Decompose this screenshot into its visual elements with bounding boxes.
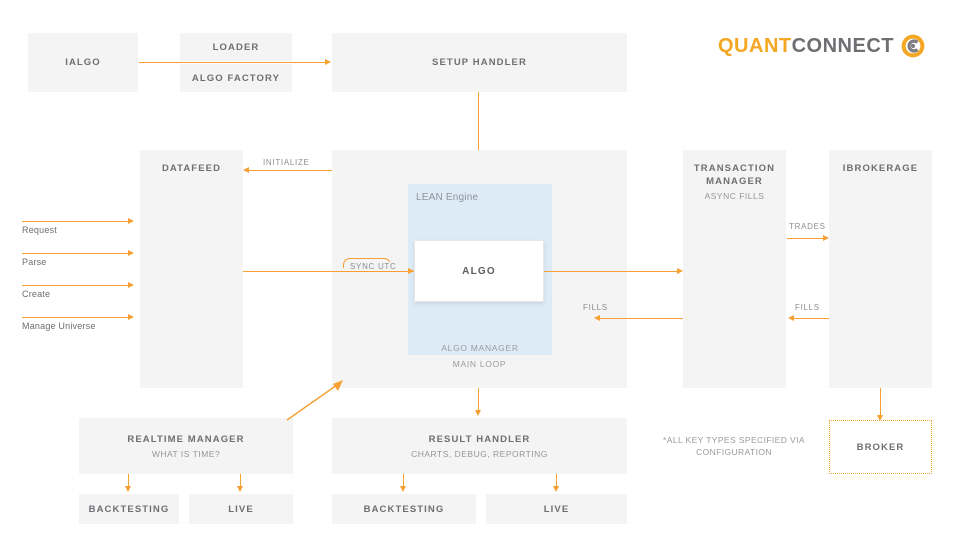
arrow-fills-to-engine: [600, 318, 683, 320]
edge-label-fills-engine: FILLS: [583, 303, 608, 312]
node-datafeed-label: DATAFEED: [161, 163, 222, 174]
flow-label-parse: Parse: [22, 257, 47, 267]
flow-label-request: Request: [22, 225, 57, 235]
arrow-ibrokerage-to-broker: [880, 388, 882, 419]
arrow-algo-to-transaction: [544, 271, 677, 273]
arrow-request-head: [128, 218, 134, 224]
arrow-fills-to-transaction: [794, 318, 829, 320]
node-realtime-live[interactable]: LIVE: [189, 494, 293, 524]
node-main-loop-label: MAIN LOOP: [452, 359, 507, 369]
arrow-request: [22, 221, 128, 223]
quantconnect-mark-icon: [900, 33, 926, 59]
arrow-realtime-to-live: [240, 474, 242, 488]
node-algo[interactable]: ALGO: [414, 240, 544, 302]
arrow-realtime-to-backtesting-head: [125, 486, 131, 492]
logo-text-quant: QUANT: [718, 35, 792, 57]
arrow-result-to-backtesting-head: [400, 486, 406, 492]
arrow-create-head: [128, 282, 134, 288]
edge-label-fills-broker: FILLS: [795, 303, 820, 312]
node-ibrokerage[interactable]: IBROKERAGE: [829, 150, 932, 388]
arrow-result-to-backtesting: [403, 474, 405, 488]
node-result-backtesting[interactable]: BACKTESTING: [332, 494, 476, 524]
arrow-create: [22, 285, 128, 287]
node-result-handler-sub: CHARTS, DEBUG, REPORTING: [411, 448, 548, 459]
node-datafeed[interactable]: DATAFEED: [140, 150, 243, 388]
flow-label-manage-universe: Manage Universe: [22, 321, 96, 331]
arrow-engine-to-result-handler-head: [475, 410, 481, 416]
edge-label-initialize: INITIALIZE: [263, 158, 310, 167]
node-ialgo-label: IALGO: [65, 57, 101, 68]
arrow-parse-head: [128, 250, 134, 256]
arrow-result-to-live-head: [553, 486, 559, 492]
edge-label-sync-utc: SYNC UTC: [348, 262, 399, 271]
node-algo-factory[interactable]: ALGO FACTORY: [180, 64, 292, 92]
configuration-note: *ALL KEY TYPES SPECIFIED VIA CONFIGURATI…: [663, 435, 805, 457]
node-setup-handler-label: SETUP HANDLER: [432, 57, 527, 68]
arrow-parse: [22, 253, 128, 255]
arrow-manage-universe-head: [128, 314, 134, 320]
node-realtime-backtesting-label: BACKTESTING: [88, 503, 170, 515]
node-loader[interactable]: LOADER: [180, 33, 292, 61]
node-result-handler-label: RESULT HANDLER: [428, 433, 531, 445]
node-algo-factory-label: ALGO FACTORY: [191, 72, 281, 84]
node-algo-manager-label: ALGO MANAGER: [441, 343, 519, 353]
node-broker-label: BROKER: [856, 441, 905, 453]
node-algo-label: ALGO: [462, 265, 496, 277]
arrow-initialize: [249, 170, 332, 172]
arrow-trades: [787, 238, 823, 240]
arrow-algo-to-transaction-head: [677, 268, 683, 274]
node-ialgo[interactable]: IALGO: [28, 33, 138, 92]
arrow-ibrokerage-to-broker-head: [877, 415, 883, 421]
arrow-result-to-live: [556, 474, 558, 488]
node-realtime-manager-sub: WHAT IS TIME?: [151, 448, 221, 459]
node-ibrokerage-label: IBROKERAGE: [842, 163, 919, 174]
logo-text-connect: CONNECT: [791, 35, 894, 57]
arrow-realtime-to-live-head: [237, 486, 243, 492]
arrow-datafeed-to-engine: [243, 271, 414, 273]
arrow-initialize-head: [243, 167, 249, 173]
node-transaction-manager-sub: ASYNC FILLS: [704, 191, 765, 201]
arrow-fills-to-transaction-head: [788, 315, 794, 321]
node-transaction-manager-label: TRANSACTION MANAGER: [693, 163, 776, 187]
node-realtime-manager[interactable]: REALTIME MANAGER WHAT IS TIME?: [79, 418, 293, 474]
arrow-realtime-to-engine: [286, 380, 343, 421]
arrow-realtime-to-backtesting: [128, 474, 130, 488]
node-loader-label: LOADER: [212, 41, 260, 53]
edge-label-trades: TRADES: [789, 222, 826, 231]
arrow-ialgo-to-setup: [139, 62, 325, 64]
node-result-live[interactable]: LIVE: [486, 494, 627, 524]
node-result-live-label: LIVE: [543, 503, 570, 515]
arrow-trades-head: [823, 235, 829, 241]
flow-label-create: Create: [22, 289, 51, 299]
arrow-engine-to-result-handler: [478, 388, 480, 412]
node-result-handler[interactable]: RESULT HANDLER CHARTS, DEBUG, REPORTING: [332, 418, 627, 474]
node-broker[interactable]: BROKER: [829, 420, 932, 474]
node-realtime-backtesting[interactable]: BACKTESTING: [79, 494, 179, 524]
node-lean-engine-label: LEAN Engine: [416, 192, 479, 203]
node-setup-handler[interactable]: SETUP HANDLER: [332, 33, 627, 92]
node-transaction-manager[interactable]: TRANSACTION MANAGER ASYNC FILLS: [683, 150, 786, 388]
node-realtime-manager-label: REALTIME MANAGER: [127, 433, 245, 445]
arrow-fills-to-engine-head: [594, 315, 600, 321]
arrow-manage-universe: [22, 317, 128, 319]
node-realtime-live-label: LIVE: [228, 503, 254, 515]
arrow-datafeed-to-engine-head: [408, 268, 414, 274]
node-result-backtesting-label: BACKTESTING: [363, 503, 445, 515]
arrow-ialgo-to-setup-head: [325, 59, 331, 65]
